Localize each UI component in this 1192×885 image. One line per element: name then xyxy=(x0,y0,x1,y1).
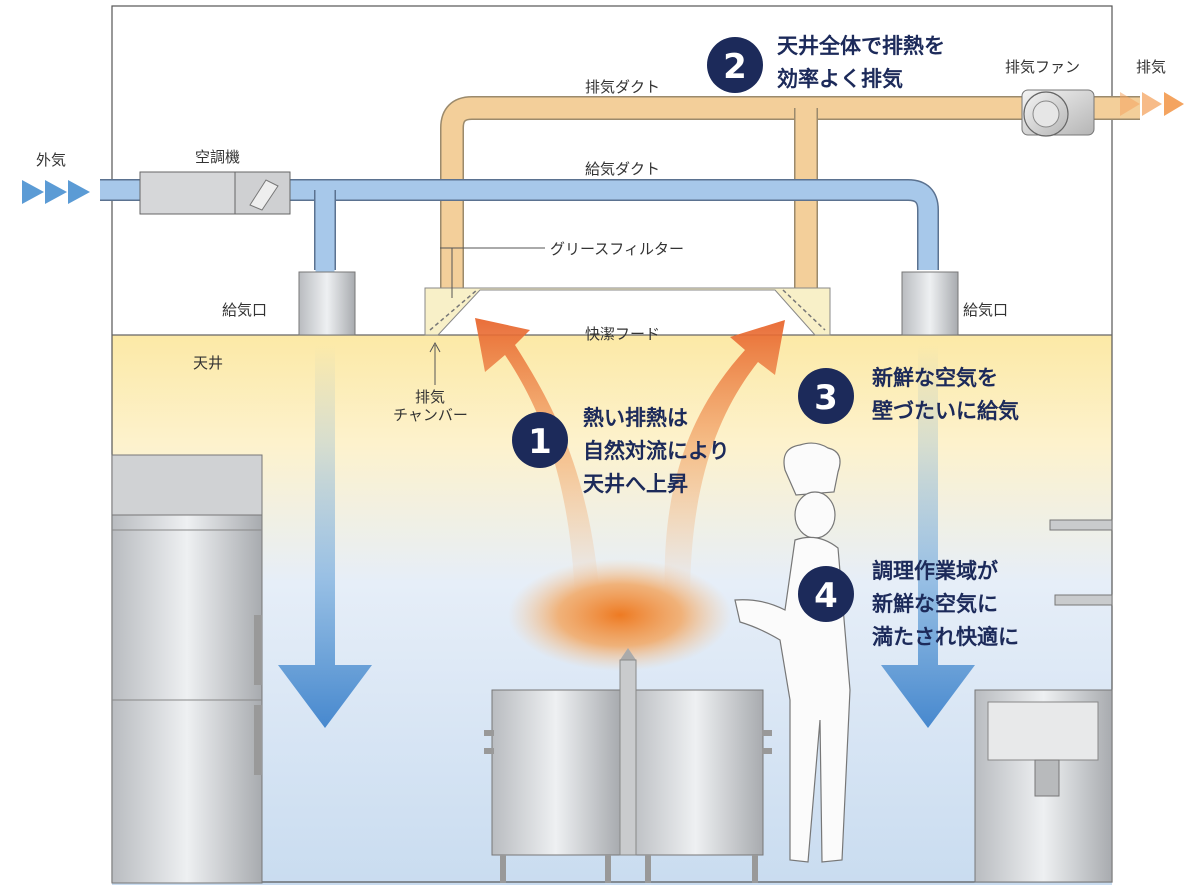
step-2-badge xyxy=(707,37,763,93)
chamber-pointer xyxy=(429,341,441,385)
sink-and-shelves xyxy=(974,519,1113,883)
step-2: 2 天井全体で排熱を 効率よく排気 xyxy=(707,34,945,93)
cooking-station xyxy=(484,648,772,883)
step-2-number: 2 xyxy=(723,47,747,87)
exhaust-out-arrows xyxy=(1120,92,1184,116)
air-conditioner-unit xyxy=(139,171,291,215)
outside-air-arrows xyxy=(22,180,90,204)
label-exhaust-duct: 排気ダクト xyxy=(585,78,660,96)
hood xyxy=(424,287,831,336)
step-3-badge xyxy=(798,368,854,424)
supply-outlet-left xyxy=(298,271,356,336)
label-exhaust-fan: 排気ファン xyxy=(1005,58,1080,76)
step-4-number: 4 xyxy=(814,576,838,616)
label-grease-filter: グリースフィルター xyxy=(550,240,684,258)
step-4-line-2: 新鮮な空気に xyxy=(872,592,998,616)
step-2-line-2: 効率よく排気 xyxy=(777,67,903,91)
heat-arrow-left xyxy=(475,318,600,600)
heat-arrow-right xyxy=(664,320,785,600)
refrigerator xyxy=(111,454,263,884)
step-1-badge xyxy=(512,412,568,468)
label-supply-duct: 給気ダクト xyxy=(585,160,660,178)
step-3-line-1: 新鮮な空気を xyxy=(872,366,998,390)
step-1: 1 熱い排熱は 自然対流により 天井へ上昇 xyxy=(512,406,730,496)
step-3-number: 3 xyxy=(814,378,838,418)
step-1-line-2: 自然対流により xyxy=(583,439,730,463)
step-2-line-1: 天井全体で排熱を xyxy=(777,34,945,58)
step-3: 3 新鮮な空気を 壁づたいに給気 xyxy=(798,366,1019,424)
label-exhaust-out: 排気 xyxy=(1136,58,1166,76)
label-air-conditioner: 空調機 xyxy=(195,148,240,166)
step-3-line-2: 壁づたいに給気 xyxy=(872,399,1019,423)
label-ceiling: 天井 xyxy=(193,354,223,372)
step-4: 4 調理作業域が 新鮮な空気に 満たされ快適に xyxy=(798,559,1019,649)
label-hood: 快潔フード xyxy=(585,325,660,343)
heat-glow xyxy=(508,559,732,671)
label-outside-air: 外気 xyxy=(36,151,66,169)
label-supply-inlet-left: 給気口 xyxy=(222,301,267,319)
step-1-line-1: 熱い排熱は xyxy=(583,406,688,430)
step-1-number: 1 xyxy=(528,422,552,462)
supply-outlet-right xyxy=(901,271,959,336)
step-1-line-3: 天井へ上昇 xyxy=(583,472,688,496)
step-4-line-3: 満たされ快適に xyxy=(872,625,1019,649)
supply-air-arrow-left xyxy=(278,345,372,728)
label-chamber-line1: 排気 xyxy=(415,388,445,406)
supply-air-arrow-right xyxy=(881,345,975,728)
label-supply-inlet-right: 給気口 xyxy=(963,301,1008,319)
step-4-line-1: 調理作業域が xyxy=(872,559,998,583)
supply-duct xyxy=(100,179,939,272)
building-outline xyxy=(111,5,1113,883)
step-4-badge xyxy=(798,566,854,622)
exhaust-fan xyxy=(1021,89,1095,137)
label-chamber-line2: チャンバー xyxy=(393,406,468,424)
